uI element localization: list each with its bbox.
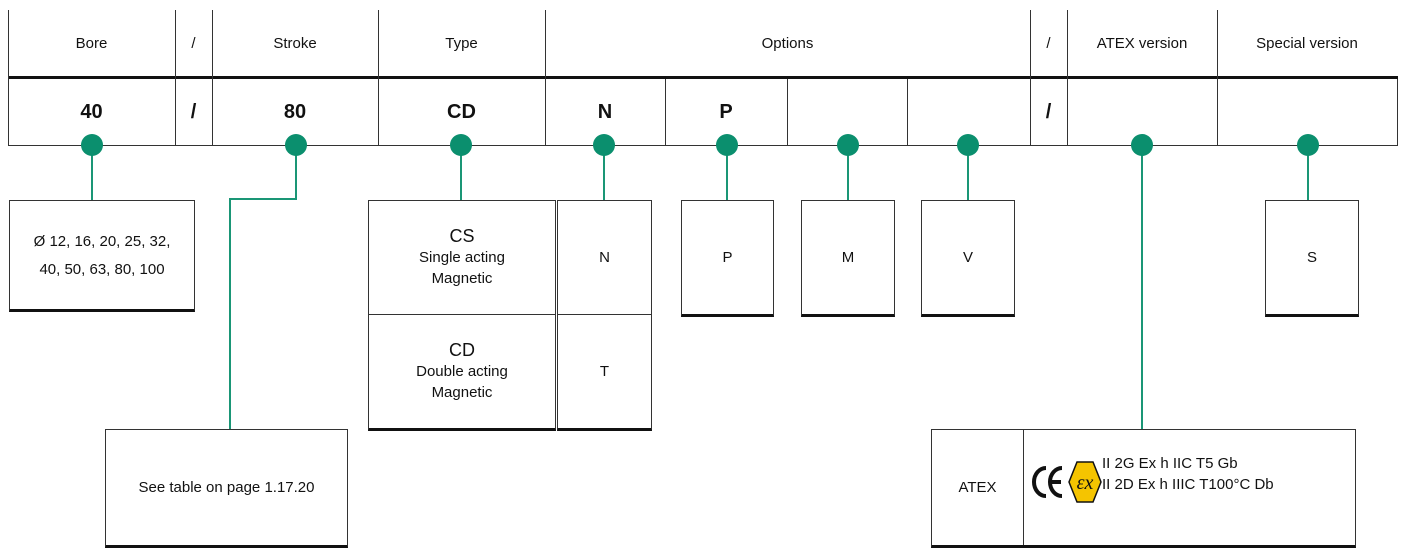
- grid-line: [665, 79, 666, 146]
- header-separator-2: /: [1046, 34, 1051, 52]
- code-option-1: N: [597, 100, 613, 123]
- connector-option-3: [847, 145, 849, 200]
- connector-stroke: [295, 145, 297, 199]
- atex-box: ATEX εx II 2G Ex h IIC T5 Gb II 2D Ex h …: [931, 429, 1356, 548]
- ex-hexagon-icon: εx: [1068, 461, 1102, 503]
- header-options: Options: [761, 34, 814, 52]
- certification-marks: εx: [1032, 461, 1102, 503]
- header-atex-version: ATEX version: [1096, 34, 1188, 52]
- code-separator: /: [190, 100, 197, 123]
- option-1-box-t: T: [557, 314, 652, 431]
- connector-dot: [450, 134, 472, 156]
- grid-line: [175, 10, 176, 146]
- option-1-box-n: N: [557, 200, 652, 315]
- connector-dot: [837, 134, 859, 156]
- grid-line: [1030, 10, 1031, 146]
- connector-stroke: [229, 198, 231, 429]
- connector-bore: [91, 145, 93, 200]
- connector-dot: [716, 134, 738, 156]
- grid-line: [545, 10, 546, 146]
- type-cd-description: Double acting: [416, 363, 508, 380]
- connector-dot: [285, 134, 307, 156]
- connector-special: [1307, 145, 1309, 200]
- code-option-2: P: [719, 100, 733, 123]
- bore-options-box: Ø 12, 16, 20, 25, 32, 40, 50, 63, 80, 10…: [9, 200, 195, 312]
- grid-line: [787, 79, 788, 146]
- code-bore: 40: [80, 100, 103, 123]
- code-stroke: 80: [283, 100, 307, 123]
- connector-dot: [1297, 134, 1319, 156]
- grid-line: [1067, 10, 1068, 146]
- ce-mark-icon: [1032, 466, 1063, 498]
- special-version-box-s: S: [1265, 200, 1359, 317]
- bore-options-line-1: Ø 12, 16, 20, 25, 32,: [33, 232, 171, 250]
- connector-stroke: [229, 198, 297, 200]
- option-4-box-v: V: [921, 200, 1015, 317]
- connector-dot: [1131, 134, 1153, 156]
- atex-spec-gas: II 2G Ex h IIC T5 Gb: [1102, 455, 1238, 472]
- option-3-box-m: M: [801, 200, 895, 317]
- type-cd-code: CD: [449, 340, 475, 360]
- grid-line: [378, 10, 379, 146]
- atex-spec-dust: II 2D Ex h IIIC T100°C Db: [1102, 476, 1274, 493]
- header-divider: [8, 76, 1398, 79]
- type-double-acting-box: CD Double acting Magnetic: [368, 314, 556, 431]
- code-separator-2: /: [1045, 100, 1052, 123]
- atex-specification: II 2G Ex h IIC T5 Gb II 2D Ex h IIIC T10…: [1102, 453, 1274, 495]
- stroke-reference-box: See table on page 1.17.20: [105, 429, 348, 548]
- grid-line: [8, 10, 9, 146]
- atex-label: ATEX: [932, 430, 1024, 545]
- connector-option-4: [967, 145, 969, 200]
- bore-options-line-2: 40, 50, 63, 80, 100: [39, 260, 165, 278]
- header-stroke: Stroke: [273, 34, 317, 52]
- header-bore: Bore: [75, 34, 108, 52]
- connector-dot: [81, 134, 103, 156]
- connector-atex: [1141, 145, 1143, 429]
- connector-dot: [593, 134, 615, 156]
- type-cs-description: Single acting: [419, 249, 505, 266]
- svg-text:εx: εx: [1077, 472, 1094, 494]
- type-cs-code: CS: [449, 226, 475, 246]
- connector-type: [460, 145, 462, 200]
- type-cd-description-2: Magnetic: [431, 384, 493, 401]
- type-cs-description-2: Magnetic: [431, 270, 493, 287]
- grid-line: [1217, 10, 1218, 146]
- grid-line: [1397, 79, 1398, 146]
- connector-option-1: [603, 145, 605, 200]
- code-type: CD: [447, 100, 476, 123]
- header-separator: /: [191, 34, 196, 52]
- type-single-acting-box: CS Single acting Magnetic: [368, 200, 556, 315]
- header-type: Type: [445, 34, 478, 52]
- grid-line: [212, 10, 213, 146]
- option-2-box-p: P: [681, 200, 774, 317]
- connector-option-2: [726, 145, 728, 200]
- header-special-version: Special version: [1256, 34, 1358, 52]
- connector-dot: [957, 134, 979, 156]
- code-row-bottom-line: [8, 145, 1398, 146]
- grid-line: [907, 79, 908, 146]
